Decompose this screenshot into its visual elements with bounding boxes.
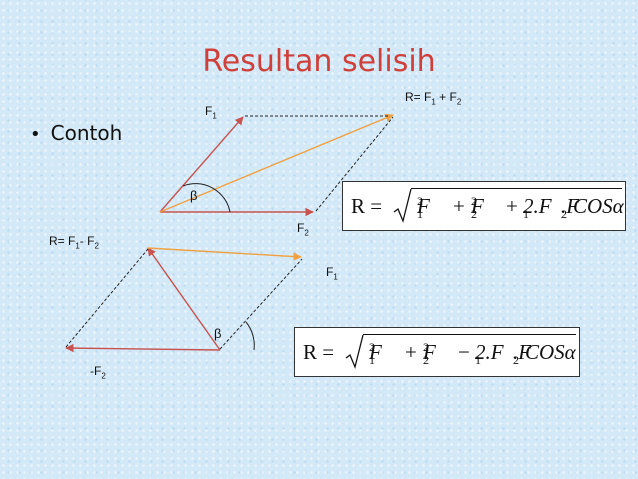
formula-lhs: R = xyxy=(303,340,335,364)
top-angle-label: β xyxy=(190,188,198,203)
bottom-angle-label: β xyxy=(214,326,222,341)
bullet-item: • Contoh xyxy=(30,121,122,145)
bottom-dashed-left xyxy=(65,248,149,348)
cos-term: COSα xyxy=(525,340,576,364)
sqrt-sign xyxy=(393,188,412,224)
top-f1-label: F1 xyxy=(205,104,217,121)
bottom-f1-vector xyxy=(147,247,221,351)
bullet-text: Contoh xyxy=(50,121,123,145)
bottom-resultant-label: R= F1- F2 xyxy=(49,234,99,251)
top-resultant-vector xyxy=(159,114,394,213)
bottom-dashed-right xyxy=(219,258,303,350)
top-resultant-label: R= F1 + F2 xyxy=(405,90,462,107)
op2: + xyxy=(506,194,518,218)
slide-title: Resultan selisih xyxy=(202,44,436,79)
bottom-angle-arc xyxy=(245,321,255,351)
top-dashed-right xyxy=(315,116,394,212)
bottom-f1-label: F1 xyxy=(326,265,338,282)
bottom-resultant-vector xyxy=(147,247,302,261)
bullet-dot: • xyxy=(30,124,41,145)
bottom-neg-f2-label: -F2 xyxy=(90,364,106,381)
sqrt-bar xyxy=(411,188,622,189)
op1: + xyxy=(453,194,465,218)
top-f1-vector xyxy=(159,116,244,213)
top-f2-label: F2 xyxy=(297,221,309,238)
sqrt-sign xyxy=(345,334,364,370)
bottom-neg-f2-vector xyxy=(65,343,221,353)
formula-lhs: R = xyxy=(351,194,383,218)
op1: + xyxy=(405,340,417,364)
top-angle-arc xyxy=(182,183,231,213)
cos-term: COSα xyxy=(573,194,624,218)
sqrt-bar xyxy=(363,334,576,335)
op2: − xyxy=(458,340,470,364)
